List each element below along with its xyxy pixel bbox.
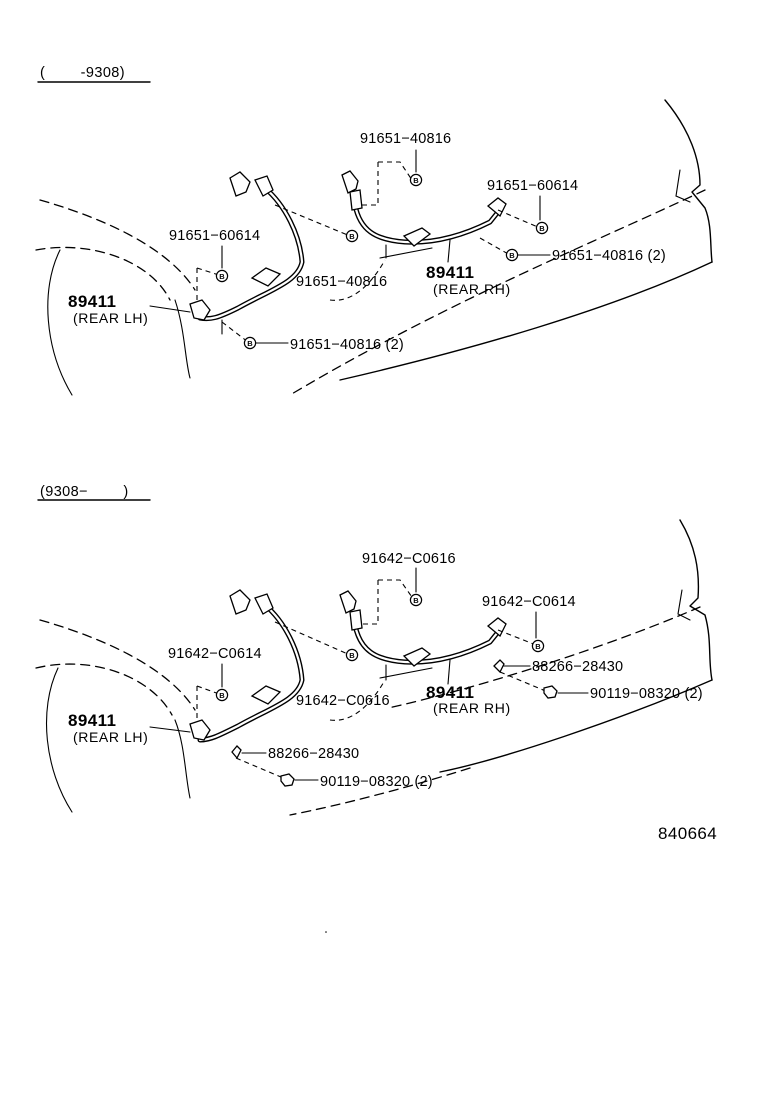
sensor-rh-harness — [339, 590, 507, 685]
svg-text:B: B — [349, 232, 355, 241]
vehicle-body-outline — [35, 99, 713, 396]
clip-icon — [231, 745, 242, 760]
sensor-rh-side: (REAR RH) — [433, 700, 511, 716]
sensor-lh-side: (REAR LH) — [73, 729, 148, 745]
svg-text:B: B — [413, 176, 419, 185]
section-early: ( -9308) — [35, 65, 713, 396]
part-number-label: 91642−C0616 — [296, 693, 390, 709]
part-number-label: 90119−08320 (2) — [320, 774, 433, 790]
section-header: (9308− ) — [40, 484, 129, 500]
part-number-label: 91642−C0614 — [482, 594, 576, 610]
svg-text:B: B — [247, 339, 253, 348]
part-number-label: 88266−28430 — [268, 746, 359, 762]
sensor-lh-part-number: 89411 — [68, 711, 116, 730]
sensor-lh-harness — [189, 589, 305, 743]
leader-line — [149, 305, 191, 313]
part-number-label: 91642−C0614 — [168, 646, 262, 662]
sensor-rh-part-number: 89411 — [426, 263, 474, 282]
sensor-lh-part-number: 89411 — [68, 292, 116, 311]
leader-line — [149, 726, 191, 733]
part-number-label: 91651−40816 (2) — [290, 337, 404, 353]
section-header: ( -9308) — [40, 65, 125, 81]
part-number-label: 91651−40816 — [296, 274, 387, 290]
svg-text:B: B — [539, 224, 545, 233]
svg-text:B: B — [509, 251, 515, 260]
screw-icon — [280, 773, 295, 787]
section-late: (9308− ) — [35, 484, 713, 816]
fastener-symbols: B B B B — [215, 593, 558, 787]
vehicle-body-outline — [35, 519, 713, 816]
part-number-label: 91651−40816 — [360, 131, 451, 147]
sensor-lh-harness — [189, 171, 305, 335]
svg-text:B: B — [535, 642, 541, 651]
svg-text:B: B — [219, 272, 225, 281]
sensor-rh-side: (REAR RH) — [433, 281, 511, 297]
scan-speck — [325, 931, 327, 933]
part-number-label: 91642−C0616 — [362, 551, 456, 567]
fastener-symbols: B B B B B B — [215, 173, 549, 350]
svg-text:B: B — [413, 596, 419, 605]
svg-text:B: B — [349, 651, 355, 660]
part-number-label: 91651−60614 — [169, 228, 260, 244]
screw-icon — [543, 685, 558, 699]
part-number-label: 91651−40816 (2) — [552, 248, 666, 264]
clip-icon — [493, 659, 505, 674]
part-number-label: 91651−60614 — [487, 178, 578, 194]
leader-lines — [196, 579, 549, 781]
sensor-rh-part-number: 89411 — [426, 683, 474, 702]
part-number-label: 90119−08320 (2) — [590, 686, 703, 702]
sensor-rh-harness — [341, 170, 507, 263]
sensor-lh-side: (REAR LH) — [73, 310, 148, 326]
illustration-number: 840664 — [658, 824, 717, 843]
svg-text:B: B — [219, 691, 225, 700]
part-number-label: 88266−28430 — [532, 659, 623, 675]
